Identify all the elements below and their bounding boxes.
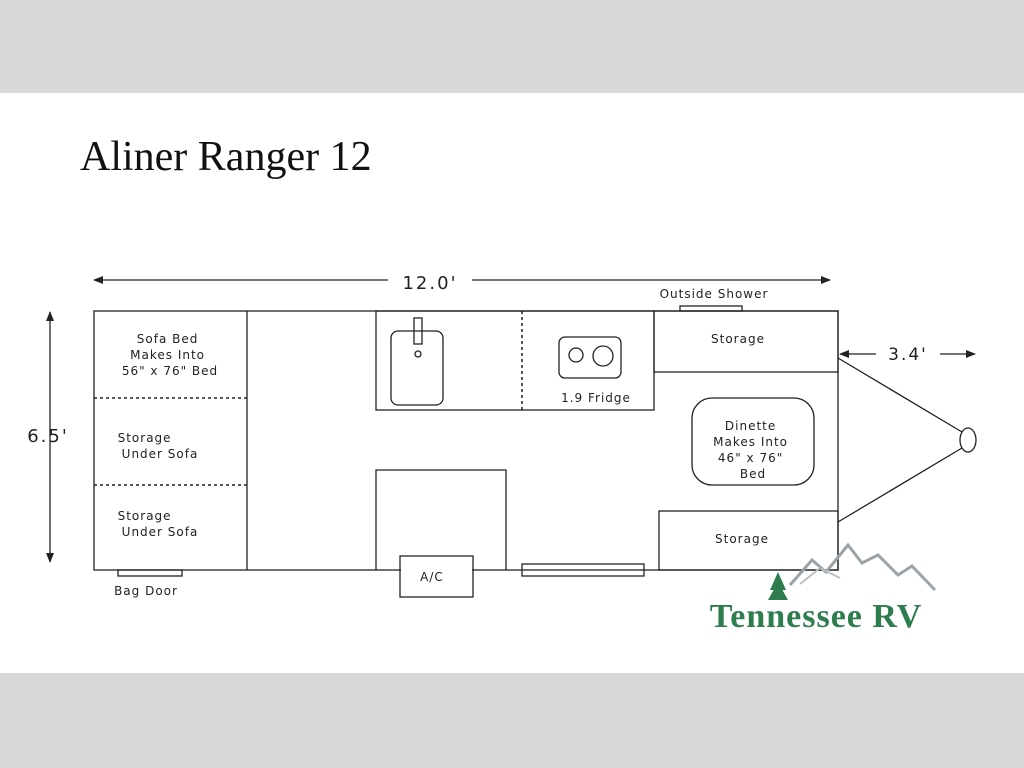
mountain-icon: [788, 542, 937, 592]
page-title: Aliner Ranger 12: [80, 134, 372, 180]
ac-label: A/C: [420, 570, 444, 584]
tongue-dimension: 3.4': [839, 345, 976, 365]
tongue-label: 3.4': [888, 345, 928, 365]
length-dimension: 12.0': [93, 273, 831, 294]
bag-door-label: Bag Door: [114, 584, 178, 598]
outside-shower-label: Outside Shower: [660, 287, 769, 301]
center-cabinet: [375, 469, 507, 570]
sofa-section: Sofa Bed Makes Into 56" x 76" Bed Storag…: [94, 311, 248, 570]
dinette-table: [691, 397, 815, 486]
outside-shower-hatch: [679, 305, 743, 312]
storage-bottom-cabinet: [658, 510, 839, 571]
hitch-coupler-icon: [959, 427, 977, 453]
storage-bottom-label: Storage: [715, 532, 769, 546]
bag-door-hatch: [117, 569, 183, 577]
fridge-label: 1.9 Fridge: [561, 391, 631, 405]
dinette-label: Dinette Makes Into 46" x 76" Bed: [713, 419, 793, 481]
pine-tree-icon: [768, 572, 788, 600]
sofa-bed-label: Sofa Bed Makes Into 56" x 76" Bed: [122, 332, 218, 378]
storage-under-sofa-label-2: Storage Under Sofa: [118, 509, 199, 539]
tennessee-rv-logo: Tennessee RV: [710, 542, 937, 635]
galley-counter: 1.9 Fridge: [375, 310, 655, 411]
storage-under-sofa-label-1: Storage Under Sofa: [118, 431, 199, 461]
trailer-tongue: [837, 357, 977, 523]
length-label: 12.0': [402, 273, 457, 294]
width-dimension: 6.5': [27, 311, 69, 563]
stove-icon: [558, 336, 622, 379]
width-label: 6.5': [27, 426, 69, 447]
ac-unit: [399, 555, 474, 598]
svg-text:Tennessee RV: Tennessee RV: [710, 598, 923, 635]
storage-top-label: Storage: [711, 332, 765, 346]
storage-top-cabinet: [653, 310, 839, 373]
entry-door: [521, 563, 645, 577]
sink-icon: [390, 330, 444, 406]
